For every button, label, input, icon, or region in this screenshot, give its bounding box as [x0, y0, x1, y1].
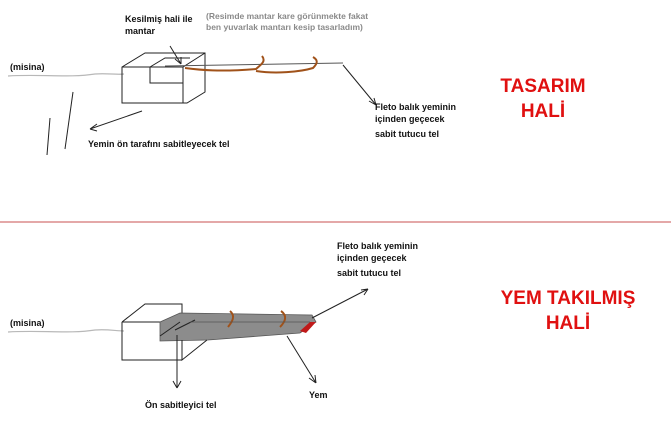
- arrow-front-wire-top: [89, 110, 143, 132]
- design-note: (Resimde mantar kare görünmekte fakat be…: [206, 11, 369, 32]
- mushroom-block-top: [121, 52, 206, 104]
- fishing-line-label-bottom: (misina): [10, 318, 45, 328]
- arrow-mushroom-top: [169, 45, 182, 65]
- front-wire-top-2: [46, 117, 51, 156]
- arrow-bait-bottom: [286, 335, 317, 384]
- bait-attached-title: YEM TAKILMIŞ HALİ: [500, 288, 636, 334]
- front-wire-top: [64, 91, 74, 150]
- fishing-line-top: [7, 73, 125, 77]
- front-wire-label: Yemin ön tarafını sabitleyecek tel: [88, 139, 230, 149]
- holder-wire-label-top: Fleto balık yeminin içinden geçecek sabi…: [375, 102, 457, 139]
- front-fixer-label: Ön sabitleyici tel: [145, 400, 217, 410]
- bait-tip: [300, 322, 316, 333]
- hooks-bottom: [227, 310, 287, 328]
- mushroom-block-bottom: [121, 303, 183, 361]
- fishing-line-bottom: [7, 329, 125, 333]
- arrow-front-fixer-bottom: [172, 335, 182, 389]
- arrow-holder-wire-top: [342, 64, 377, 106]
- holder-wire-label-bottom: Fleto balık yeminin içinden geçecek sabi…: [337, 241, 419, 278]
- cut-mushroom-label: Kesilmiş hali ile mantar: [125, 14, 193, 36]
- hooks-top: [184, 55, 318, 74]
- holder-wire-top: [164, 62, 344, 67]
- fishing-line-label-top: (misina): [10, 62, 45, 72]
- bait-label: Yem: [309, 390, 328, 400]
- bait-body: [159, 312, 317, 342]
- arrow-holder-wire-bottom: [311, 288, 369, 319]
- design-state-title: TASARIM HALİ: [500, 76, 586, 122]
